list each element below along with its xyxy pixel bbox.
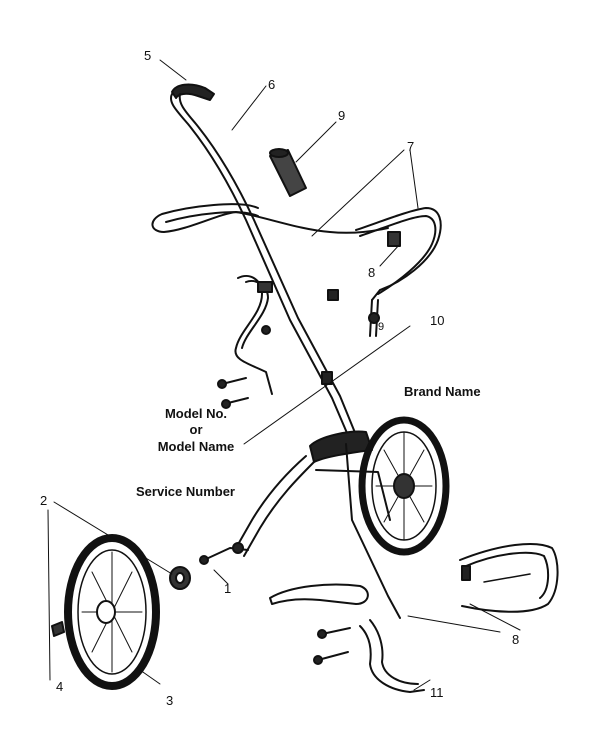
bottom-foot-part-11 — [314, 620, 424, 692]
callout-8-lower: 8 — [512, 632, 520, 647]
handle-tube-part-6 — [171, 94, 358, 440]
callout-1: 1 — [224, 581, 232, 596]
callout-8-upper: 8 — [368, 265, 376, 280]
leader-lines — [48, 60, 520, 690]
grip-part-9 — [270, 149, 306, 196]
callout-4: 4 — [56, 679, 64, 694]
callout-5: 5 — [144, 48, 152, 63]
model-label-line1: Model No. — [164, 406, 228, 421]
callout-2: 2 — [40, 493, 48, 508]
service-number-label: Service Number — [136, 484, 235, 499]
axle-rod-part-1 — [200, 543, 248, 564]
brand-name-label: Brand Name — [404, 384, 481, 399]
right-bag-arm-part-7 — [356, 208, 441, 336]
right-wheel — [362, 420, 446, 552]
callout-6: 6 — [268, 77, 276, 92]
hub-cap-part-2 — [170, 567, 190, 589]
handle-grip-part-5 — [172, 85, 214, 100]
nut-part-4 — [52, 622, 64, 636]
callout-9: 9 — [338, 108, 346, 123]
callout-11: 11 — [430, 685, 444, 700]
callout-3: 3 — [166, 693, 174, 708]
callout-10: 10 — [430, 313, 445, 328]
model-label-line2: or — [189, 422, 203, 438]
callout-9-small: 9 — [378, 321, 385, 333]
left-bag-arm — [152, 204, 388, 233]
model-label-line3: Model Name — [157, 438, 235, 454]
model-label: Model No. or Model Name — [150, 406, 242, 455]
center-fasteners — [218, 290, 379, 408]
left-wheel-part-3 — [68, 538, 156, 686]
right-foot-part-8 — [460, 544, 558, 612]
lower-left-foot-arm — [270, 585, 368, 605]
callout-7: 7 — [407, 139, 415, 154]
body-bracket — [236, 432, 400, 618]
left-lower-bracket — [235, 276, 272, 394]
